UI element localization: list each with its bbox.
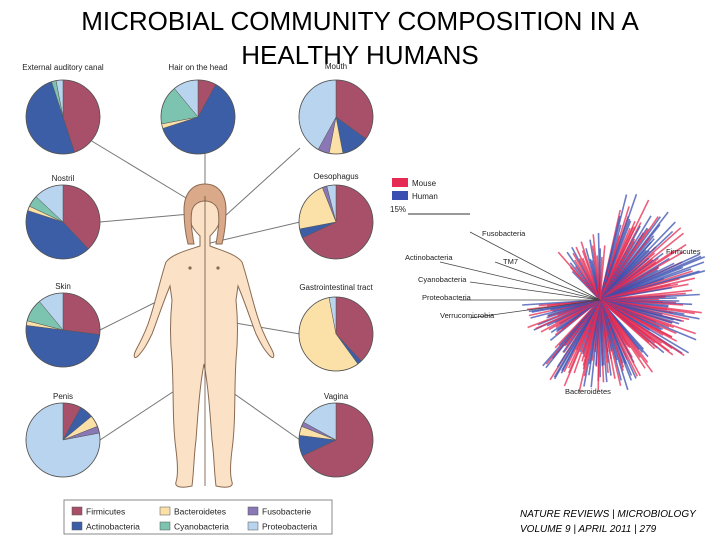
legend-swatch-cyanobacteria [159,521,171,531]
site-label-mouth: Mouth [325,62,347,71]
pie-oesophagus [298,184,374,260]
pie-gastrointestinal-tract [298,296,374,372]
legend-swatch-fusobacterie [247,506,259,516]
pie-outline-external-auditory-canal [25,79,101,155]
pie-slice-skin-firmicutes [62,292,101,335]
pie-outline-penis [25,402,101,478]
legend-label-actinobacteria: Actinobacteria [86,522,140,532]
tree-branch [522,299,601,306]
tree-lineage [469,231,601,301]
tree-label-cyanobacteria: Cyanobacteria [418,275,467,284]
legend-swatch-firmicutes [71,506,83,516]
tree-branch [554,299,601,349]
tree-lineage [469,281,601,301]
tree-label-actinobacteria: Actinobacteria [405,253,453,262]
tree-label-tm7: TM7 [503,257,518,266]
tree-lineage [439,261,601,301]
legend-box [63,499,333,535]
site-pie-charts: External auditory canal Hair on the head M… [22,62,374,478]
tree-label-proteobacteria: Proteobacteria [422,293,472,302]
site-label-vagina: Vagina [324,392,349,401]
tree-lineage [494,261,601,301]
title-line-2: HEALTHY HUMANS [241,40,479,70]
tree-lineage [469,299,601,319]
site-label-skin: Skin [55,282,71,291]
pie-outline-hair-on-the-head [160,79,236,155]
phylum-legend: Firmicutes Bacteroidetes FusobacterieActin… [63,499,333,535]
tree-label-fusobacteria: Fusobacteria [482,229,526,238]
pie-skin [25,292,101,368]
legend-swatch-actinobacteria [71,521,83,531]
pie-outline-vagina [298,402,374,478]
legend-label-bacteroidetes: Bacteroidetes [174,507,226,517]
pie-nostril [25,184,101,260]
connector-mouth [213,147,301,227]
site-label-penis: Penis [53,392,73,401]
site-label-hair-on-the-head: Hair on the head [168,63,227,72]
human-body-illustration [133,183,275,488]
pie-vagina [298,402,374,478]
legend-label-firmicutes: Firmicutes [86,507,125,517]
citation-line-1: NATURE REVIEWS | MICROBIOLOGY [520,509,696,520]
tree-branch [599,245,606,301]
pie-external-auditory-canal [25,79,101,155]
pie-outline-oesophagus [298,184,374,260]
pie-penis [25,402,101,478]
nipple-right [216,266,220,270]
legend-label-fusobacterie: Fusobacterie [262,507,311,517]
site-label-gastrointestinal-tract: Gastrointestinal tract [299,283,373,292]
body-silhouette [133,187,275,488]
legend-label-proteobacteria: Proteobacteria [262,522,318,532]
site-label-nostril: Nostril [52,174,75,183]
tree-branch [599,299,656,350]
site-label-oesophagus: Oesophagus [313,172,358,181]
tree-label-verrucomicrobia: Verrucomicrobia [440,311,495,320]
pie-mouth [298,79,374,155]
tree-scale-label: 15% [390,205,406,214]
citation: NATURE REVIEWS | MICROBIOLOGY VOLUME 9 |… [520,507,696,537]
legend-swatch-bacteroidetes [159,506,171,516]
site-label-external-auditory-canal: External auditory canal [22,63,104,72]
tree-label-firmicutes: Firmicutes [666,247,701,256]
tree-branches [439,194,706,393]
title-line-1: MICROBIAL COMMUNITY COMPOSITION IN A [81,6,639,36]
pie-outline-gastrointestinal-tract [298,296,374,372]
connector-skin [99,299,161,331]
connector-nostril [99,213,191,223]
connector-external-auditory-canal [89,139,187,199]
tree-legend-swatch-human [392,191,408,200]
tree-label-bacteroidetes: Bacteroidetes [565,387,611,396]
pie-outline-nostril [25,184,101,260]
legend-swatch-proteobacteria [247,521,259,531]
pie-outline-skin [25,292,101,368]
nipple-left [188,266,192,270]
tree-legend-label-human: Human [412,192,438,201]
legend-label-cyanobacteria: Cyanobacteria [174,522,229,532]
tree-legend-swatch-mouse [392,178,408,187]
pie-outline-mouth [298,79,374,155]
tree-legend-label-mouse: Mouse [412,179,437,188]
pie-hair-on-the-head [160,79,236,155]
citation-line-2: VOLUME 9 | APRIL 2011 | 279 [520,524,657,535]
page-title: MICROBIAL COMMUNITY COMPOSITION IN A HEA… [0,4,720,72]
